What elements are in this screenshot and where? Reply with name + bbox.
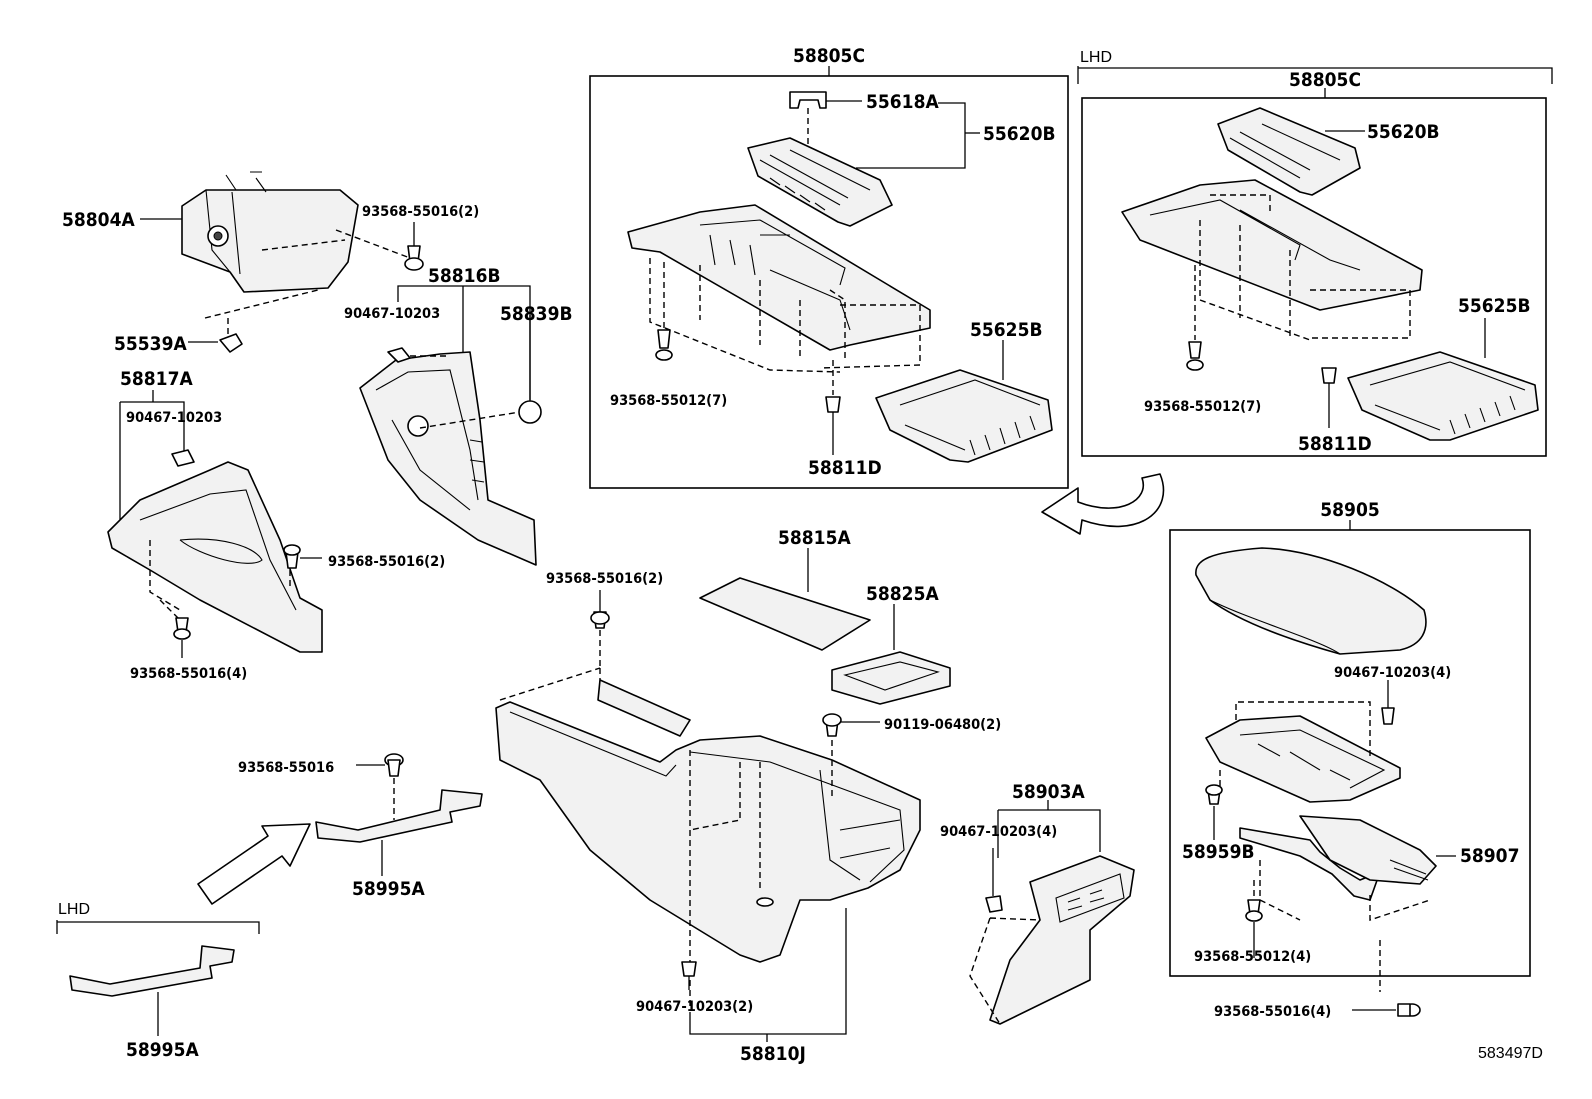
label-93568-55016-4-b: 93568-55016(4): [1214, 1004, 1331, 1020]
screw-93568-55012-4: [1245, 880, 1263, 958]
label-lhd-top: LHD: [1080, 49, 1112, 66]
screw-93568-55016-c: [173, 617, 191, 658]
label-55625B-lhd: 55625B: [1458, 295, 1531, 317]
label-58825A: 58825A: [866, 583, 939, 605]
label-55620B-lhd: 55620B: [1367, 121, 1440, 143]
screw-90119-06480: [822, 713, 880, 800]
label-90467-10203-4-b: 90467-10203(4): [1334, 665, 1451, 681]
tray-58825A: [831, 604, 951, 705]
screw-93568-55012-lhd: [1186, 265, 1204, 371]
screw-93568-55016-f: [1352, 940, 1421, 1017]
label-58811D-lhd: 58811D: [1298, 433, 1372, 455]
label-58805C-lhd: 58805C: [1289, 69, 1361, 91]
label-93568-55012-7-lhd: 93568-55012(7): [1144, 399, 1261, 415]
clip-58811D-main: [825, 360, 841, 455]
label-58839B: 58839B: [500, 303, 573, 325]
label-58995A-main: 58995A: [352, 878, 425, 900]
label-58811D-main: 58811D: [808, 457, 882, 479]
label-93568-55016-2-c: 93568-55016(2): [546, 571, 663, 587]
label-58959B: 58959B: [1182, 841, 1255, 863]
label-lhd-bottom: LHD: [58, 901, 90, 918]
label-58815A: 58815A: [778, 527, 851, 549]
bracket-58995A-lhd: [56, 920, 260, 1036]
tray-55620B: [747, 137, 893, 227]
clip-55539A: [188, 318, 243, 353]
screw-93568-55016-b: [283, 544, 322, 569]
insert-55625B-lhd: [1347, 318, 1539, 441]
label-58816B: 58816B: [428, 265, 501, 287]
group-58805C-lhd: [1077, 66, 1553, 457]
clip-55618A: [789, 91, 862, 148]
direction-arrow-icon: [1041, 473, 1165, 535]
lid-58905: [1195, 547, 1427, 655]
straight-arrow-icon: [197, 823, 311, 905]
label-55620B-main: 55620B: [983, 123, 1056, 145]
mat-58815A: [699, 548, 871, 651]
insert-55625B-main: [875, 340, 1053, 463]
screw-58959B: [1205, 770, 1223, 840]
clip-58811D-lhd: [1321, 367, 1337, 428]
label-93568-55016-4-a: 93568-55016(4): [130, 666, 247, 682]
cupholder-58804A: [140, 171, 411, 319]
label-90467-10203-2: 90467-10203(2): [636, 999, 753, 1015]
tray-55620B-lhd: [1217, 107, 1365, 196]
bracket-58995A-main: [315, 789, 483, 876]
label-58907: 58907: [1460, 845, 1519, 867]
screw-93568-55016-d: [590, 590, 610, 668]
panel-58816B: [359, 285, 537, 566]
label-93568-55016: 93568-55016: [238, 760, 334, 776]
diagram-code: 583497D: [1478, 1045, 1543, 1062]
label-58905: 58905: [1320, 499, 1379, 521]
label-93568-55012-7-main: 93568-55012(7): [610, 393, 727, 409]
plug-58839B: [518, 315, 542, 424]
panel-58817A: [107, 390, 323, 653]
label-93568-55016-2-a: 93568-55016(2): [362, 204, 479, 220]
labels: 58805C 55618A 55620B 55625B 93568-55012(…: [58, 45, 1543, 1065]
holder-frame-lhd: [1121, 179, 1423, 341]
label-55539A: 55539A: [114, 333, 187, 355]
label-58810J: 58810J: [740, 1043, 806, 1065]
group-58805C-main: [589, 66, 1069, 489]
holder-frame: [627, 204, 931, 373]
group-box-58805C-lhd: [1081, 97, 1547, 457]
label-58805C-main: 58805C: [793, 45, 865, 67]
label-55625B-main: 55625B: [970, 319, 1043, 341]
screw-93568-55016-e: [356, 753, 404, 820]
console-58810J: [495, 667, 921, 1042]
screw-93568-55012-main: [655, 262, 673, 361]
label-58817A: 58817A: [120, 368, 193, 390]
label-58804A: 58804A: [62, 209, 135, 231]
screw-93568-55016-a: [404, 222, 424, 271]
clip-90467-10203-4b: [1381, 680, 1395, 725]
group-58905: [1169, 520, 1531, 977]
label-90119-06480-2: 90119-06480(2): [884, 717, 1001, 733]
label-90467-10203-a: 90467-10203: [344, 306, 440, 322]
latch-58907: [1239, 815, 1456, 921]
panel-58903A: [969, 800, 1135, 1025]
hinge-base: [1205, 701, 1401, 803]
clip-90467-10203-2: [681, 961, 697, 990]
label-58995A-lhd: 58995A: [126, 1039, 199, 1061]
label-58903A: 58903A: [1012, 781, 1085, 803]
label-55618A: 55618A: [866, 91, 939, 113]
label-93568-55016-2-b: 93568-55016(2): [328, 554, 445, 570]
label-90467-10203-b: 90467-10203: [126, 410, 222, 426]
label-90467-10203-4-a: 90467-10203(4): [940, 824, 1057, 840]
label-93568-55012-4: 93568-55012(4): [1194, 949, 1311, 965]
